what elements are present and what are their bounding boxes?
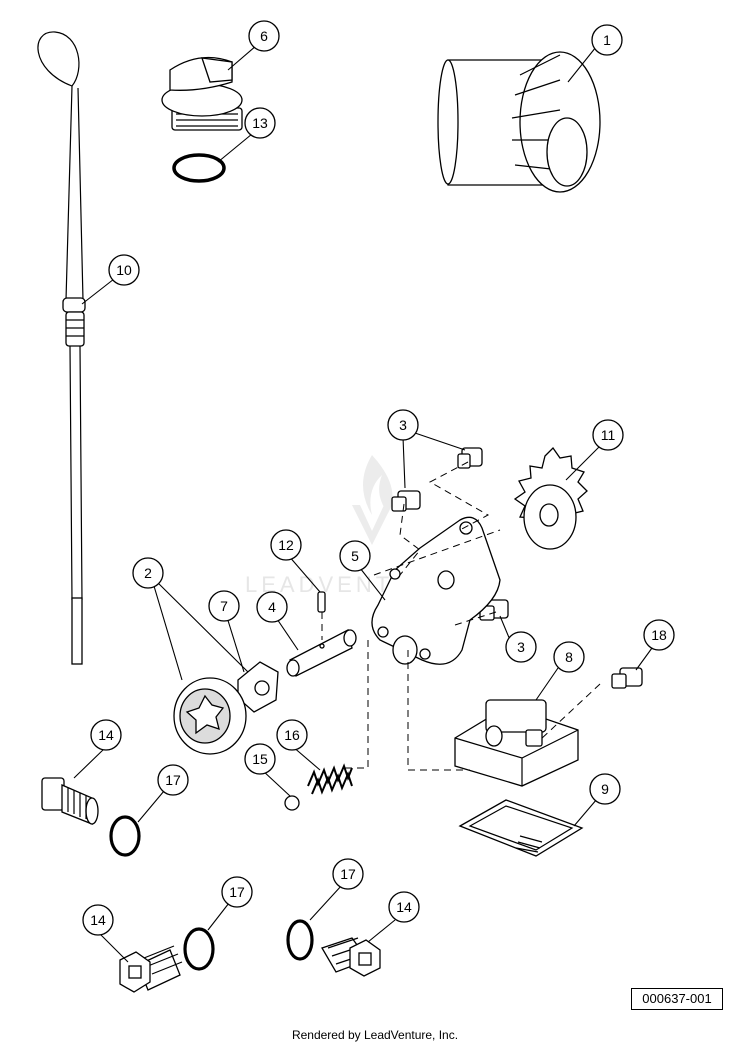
callout-17-lower-left[interactable]: 17 [221, 876, 253, 908]
part-ball[interactable] [284, 795, 300, 811]
part-bolt-middle[interactable] [391, 490, 421, 512]
part-screen-gasket[interactable] [458, 799, 584, 857]
part-dipstick[interactable] [37, 31, 86, 665]
part-o-ring-lower-right[interactable] [286, 919, 314, 961]
svg-text:14: 14 [90, 912, 106, 928]
svg-text:14: 14 [98, 727, 114, 743]
callout-17-upper[interactable]: 17 [157, 764, 189, 796]
part-bolt-upper[interactable] [457, 447, 483, 469]
svg-text:17: 17 [340, 866, 356, 882]
callout-11[interactable]: 11 [592, 419, 624, 451]
callout-6[interactable]: 6 [248, 20, 280, 52]
part-pump-cover[interactable] [371, 516, 501, 665]
callout-14-lower-left[interactable]: 14 [82, 904, 114, 936]
svg-text:18: 18 [651, 627, 667, 643]
part-filler-cap[interactable] [161, 56, 243, 131]
svg-text:1: 1 [603, 32, 611, 48]
callout-17-lower-right[interactable]: 17 [332, 858, 364, 890]
svg-text:3: 3 [517, 639, 525, 655]
part-o-ring-upper[interactable] [109, 815, 141, 857]
callout-15[interactable]: 15 [244, 743, 276, 775]
callout-8[interactable]: 8 [553, 641, 585, 673]
callout-2[interactable]: 2 [132, 557, 164, 589]
part-outer-rotor[interactable] [173, 677, 247, 755]
callout-5[interactable]: 5 [339, 540, 371, 572]
svg-text:3: 3 [399, 417, 407, 433]
callout-3-lower[interactable]: 3 [505, 631, 537, 663]
callout-14-upper[interactable]: 14 [90, 719, 122, 751]
part-drain-plug-lower-left[interactable] [119, 945, 183, 993]
footer-credit: Rendered by LeadVenture, Inc. [291, 1028, 459, 1042]
part-drain-plug-upper[interactable] [41, 777, 99, 825]
svg-text:12: 12 [278, 537, 294, 553]
svg-text:11: 11 [601, 427, 616, 443]
callout-10[interactable]: 10 [108, 254, 140, 286]
svg-text:15: 15 [252, 751, 268, 767]
callout-16[interactable]: 16 [276, 719, 308, 751]
part-bolt-strainer[interactable] [611, 667, 643, 689]
part-pin[interactable] [317, 591, 326, 613]
svg-text:6: 6 [260, 28, 268, 44]
leader-lines [73, 44, 653, 963]
callout-14-lower-right[interactable]: 14 [388, 891, 420, 923]
svg-text:2: 2 [144, 565, 152, 581]
svg-text:16: 16 [284, 727, 300, 743]
part-pump-shaft[interactable] [286, 629, 357, 677]
callout-7[interactable]: 7 [208, 590, 240, 622]
svg-text:10: 10 [116, 262, 132, 278]
svg-text:17: 17 [229, 884, 245, 900]
part-o-ring-cap[interactable] [172, 153, 226, 183]
svg-text:5: 5 [351, 548, 359, 564]
svg-text:9: 9 [601, 781, 609, 797]
diagram-id-label: 000637-001 [631, 988, 723, 1010]
callout-13[interactable]: 13 [244, 107, 276, 139]
svg-text:8: 8 [565, 649, 573, 665]
callout-18[interactable]: 18 [643, 619, 675, 651]
svg-text:7: 7 [220, 598, 228, 614]
svg-text:14: 14 [396, 899, 412, 915]
assembly-lines [321, 461, 601, 771]
part-o-ring-lower-left[interactable] [183, 927, 215, 971]
callout-12[interactable]: 12 [270, 529, 302, 561]
callout-3-upper[interactable]: 3 [387, 409, 419, 441]
part-drain-plug-lower-right[interactable] [321, 937, 381, 977]
svg-text:17: 17 [165, 772, 181, 788]
svg-text:13: 13 [252, 115, 268, 131]
svg-text:4: 4 [268, 599, 276, 615]
part-oil-filter[interactable] [437, 51, 601, 193]
callout-9[interactable]: 9 [589, 773, 621, 805]
part-oil-strainer[interactable] [454, 699, 579, 787]
part-oil-pump-gear[interactable] [513, 446, 588, 550]
part-spring[interactable] [307, 763, 353, 795]
callout-1[interactable]: 1 [591, 24, 623, 56]
callout-4[interactable]: 4 [256, 591, 288, 623]
